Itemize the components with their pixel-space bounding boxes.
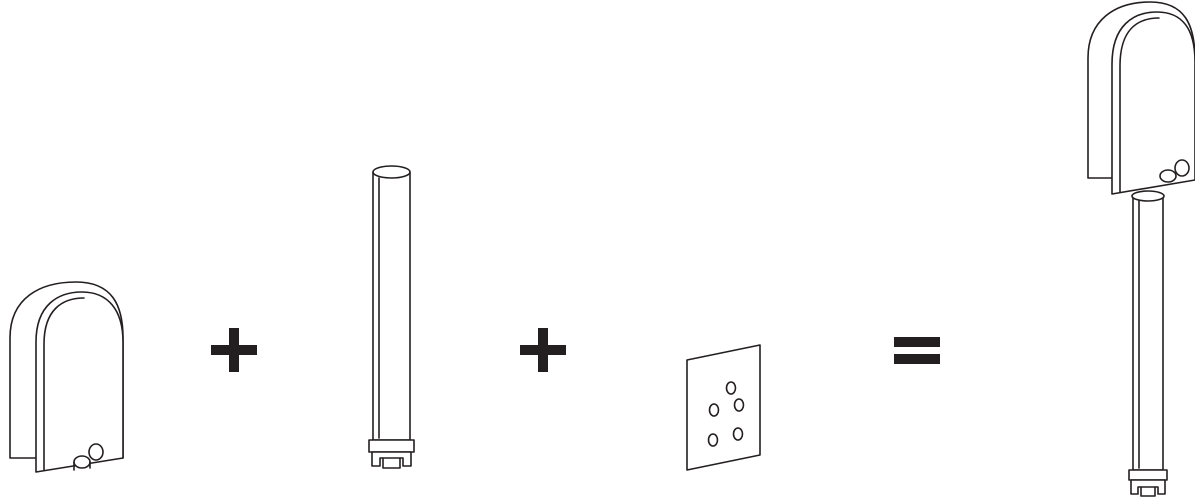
assembled-post-icon [1087,1,1195,497]
plus-operator-1 [211,328,257,372]
housing-cover-icon [9,281,124,473]
hole-plate-icon [686,344,761,471]
plus-operator-2 [520,328,566,372]
mounting-pole-icon [368,165,415,469]
equals-operator [894,337,940,364]
